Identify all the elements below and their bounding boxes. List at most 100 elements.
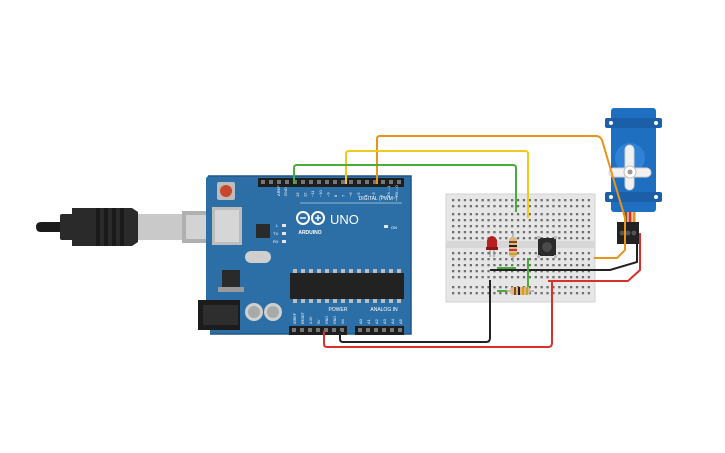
breadboard-hole[interactable]: [534, 213, 537, 216]
breadboard-hole[interactable]: [481, 258, 484, 261]
breadboard-hole[interactable]: [457, 286, 461, 289]
breadboard-hole[interactable]: [570, 286, 573, 289]
breadboard-hole[interactable]: [587, 264, 590, 267]
breadboard-hole[interactable]: [452, 276, 455, 279]
breadboard-hole[interactable]: [570, 252, 573, 255]
header-pin[interactable]: [261, 180, 265, 184]
breadboard-hole[interactable]: [534, 219, 537, 222]
breadboard-hole[interactable]: [522, 231, 526, 234]
breadboard-hole[interactable]: [575, 199, 579, 202]
breadboard-hole[interactable]: [516, 264, 520, 267]
breadboard-hole[interactable]: [575, 231, 579, 234]
breadboard-hole[interactable]: [534, 252, 537, 255]
breadboard-hole[interactable]: [570, 264, 573, 267]
breadboard-hole[interactable]: [505, 252, 508, 255]
breadboard-hole[interactable]: [540, 292, 543, 295]
breadboard-hole[interactable]: [558, 219, 561, 222]
header-pin[interactable]: [292, 328, 296, 332]
header-pin[interactable]: [357, 180, 361, 184]
breadboard-hole[interactable]: [581, 292, 585, 295]
breadboard-hole[interactable]: [575, 270, 579, 273]
breadboard-hole[interactable]: [505, 213, 508, 216]
breadboard-hole[interactable]: [481, 199, 484, 202]
breadboard-hole[interactable]: [457, 252, 461, 255]
breadboard-hole[interactable]: [534, 258, 537, 261]
breadboard-hole[interactable]: [540, 231, 543, 234]
breadboard-hole[interactable]: [540, 213, 543, 216]
breadboard-hole[interactable]: [570, 270, 573, 273]
breadboard-hole[interactable]: [522, 225, 526, 228]
breadboard-hole[interactable]: [528, 258, 531, 261]
breadboard-hole[interactable]: [587, 237, 590, 240]
breadboard-hole[interactable]: [499, 213, 502, 216]
breadboard-hole[interactable]: [587, 276, 590, 279]
breadboard-hole[interactable]: [469, 270, 472, 273]
breadboard-hole[interactable]: [564, 231, 567, 234]
breadboard-hole[interactable]: [528, 292, 531, 295]
breadboard-hole[interactable]: [564, 199, 567, 202]
breadboard-hole[interactable]: [570, 213, 573, 216]
breadboard-hole[interactable]: [564, 286, 567, 289]
breadboard-hole[interactable]: [481, 237, 484, 240]
header-pin[interactable]: [325, 180, 329, 184]
breadboard-hole[interactable]: [581, 199, 585, 202]
breadboard-hole[interactable]: [587, 292, 590, 295]
breadboard-hole[interactable]: [499, 292, 502, 295]
breadboard-hole[interactable]: [516, 205, 520, 208]
breadboard-hole[interactable]: [511, 276, 514, 279]
breadboard-hole[interactable]: [499, 199, 502, 202]
breadboard-hole[interactable]: [558, 252, 561, 255]
breadboard-hole[interactable]: [487, 219, 490, 222]
breadboard-hole[interactable]: [452, 252, 455, 255]
breadboard-hole[interactable]: [499, 264, 502, 267]
breadboard-hole[interactable]: [516, 213, 520, 216]
breadboard-hole[interactable]: [575, 258, 579, 261]
breadboard-hole[interactable]: [469, 219, 472, 222]
breadboard-hole[interactable]: [499, 219, 502, 222]
breadboard-hole[interactable]: [581, 276, 585, 279]
wires[interactable]: [293, 135, 641, 348]
breadboard-hole[interactable]: [552, 205, 555, 208]
breadboard-hole[interactable]: [558, 270, 561, 273]
breadboard-hole[interactable]: [575, 286, 579, 289]
breadboard-hole[interactable]: [511, 258, 514, 261]
breadboard-hole[interactable]: [469, 225, 472, 228]
breadboard-hole[interactable]: [570, 219, 573, 222]
breadboard-hole[interactable]: [475, 219, 478, 222]
breadboard-hole[interactable]: [505, 205, 508, 208]
breadboard-hole[interactable]: [499, 225, 502, 228]
breadboard-hole[interactable]: [575, 276, 579, 279]
breadboard-hole[interactable]: [564, 205, 567, 208]
breadboard-hole[interactable]: [475, 276, 478, 279]
breadboard-hole[interactable]: [463, 213, 467, 216]
breadboard-hole[interactable]: [493, 213, 496, 216]
breadboard-hole[interactable]: [481, 270, 484, 273]
breadboard-hole[interactable]: [493, 231, 496, 234]
breadboard-hole[interactable]: [516, 219, 520, 222]
breadboard-hole[interactable]: [522, 264, 526, 267]
breadboard-hole[interactable]: [463, 225, 467, 228]
breadboard-hole[interactable]: [475, 258, 478, 261]
breadboard-hole[interactable]: [505, 276, 508, 279]
header-pin[interactable]: [300, 328, 304, 332]
breadboard-hole[interactable]: [511, 199, 514, 202]
breadboard-hole[interactable]: [487, 252, 490, 255]
breadboard-hole[interactable]: [463, 231, 467, 234]
breadboard-hole[interactable]: [575, 252, 579, 255]
breadboard-hole[interactable]: [475, 292, 478, 295]
breadboard-hole[interactable]: [564, 225, 567, 228]
breadboard-hole[interactable]: [469, 276, 472, 279]
breadboard-hole[interactable]: [511, 264, 514, 267]
breadboard-hole[interactable]: [546, 292, 549, 295]
breadboard-hole[interactable]: [534, 292, 537, 295]
breadboard-hole[interactable]: [522, 258, 526, 261]
breadboard-hole[interactable]: [528, 205, 531, 208]
breadboard-hole[interactable]: [469, 264, 472, 267]
breadboard-hole[interactable]: [528, 231, 531, 234]
breadboard-hole[interactable]: [499, 205, 502, 208]
breadboard-hole[interactable]: [452, 205, 455, 208]
breadboard-hole[interactable]: [540, 286, 543, 289]
breadboard-hole[interactable]: [540, 225, 543, 228]
breadboard-hole[interactable]: [528, 219, 531, 222]
